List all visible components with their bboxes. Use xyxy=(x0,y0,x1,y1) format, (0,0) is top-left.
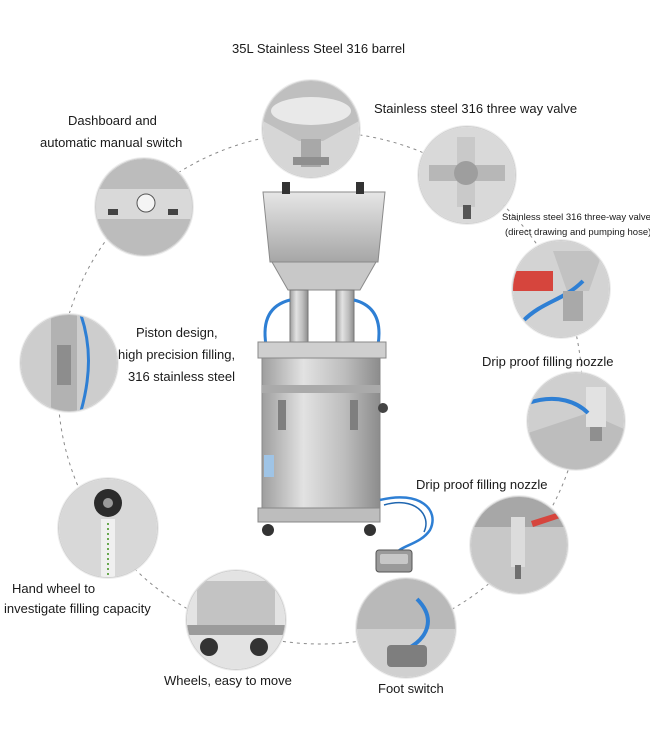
label-hand-wheel-line2: investigate filling capacity xyxy=(4,601,151,616)
label-three-way-valve: Stainless steel 316 three way valve xyxy=(374,101,578,116)
detail-hand-wheel-photo xyxy=(58,478,158,578)
detail-barrel-photo xyxy=(262,80,360,178)
label-foot-switch: Foot switch xyxy=(378,681,444,696)
label-piston-line3: 316 stainless steel xyxy=(128,369,235,384)
label-barrel: 35L Stainless Steel 316 barrel xyxy=(232,41,405,56)
label-dashboard-line2: automatic manual switch xyxy=(40,135,183,150)
label-wheels: Wheels, easy to move xyxy=(164,673,292,688)
detail-foot-switch-photo xyxy=(356,578,456,678)
label-valve-detail-line1: Stainless steel 316 three-way valve xyxy=(502,212,650,223)
label-valve-detail-line2: (direct drawing and pumping hose) xyxy=(505,227,650,238)
detail-dashboard-photo xyxy=(95,158,193,256)
label-piston-line2: high precision filling, xyxy=(118,347,236,362)
detail-wheels-photo xyxy=(186,570,286,670)
detail-three-way-valve-photo xyxy=(418,126,516,224)
detail-nozzle-photo-2 xyxy=(470,496,568,594)
label-hand-wheel-line1: Hand wheel to xyxy=(12,581,96,596)
label-nozzle-1: Drip proof filling nozzle xyxy=(482,354,614,369)
label-piston-line1: Piston design, xyxy=(136,325,218,340)
label-dashboard-line1: Dashboard and xyxy=(68,113,157,128)
label-nozzle-2: Drip proof filling nozzle xyxy=(416,477,548,492)
detail-nozzle-photo-1 xyxy=(527,372,625,470)
detail-valve-hose-photo xyxy=(512,240,610,338)
detail-piston-photo xyxy=(20,314,118,412)
